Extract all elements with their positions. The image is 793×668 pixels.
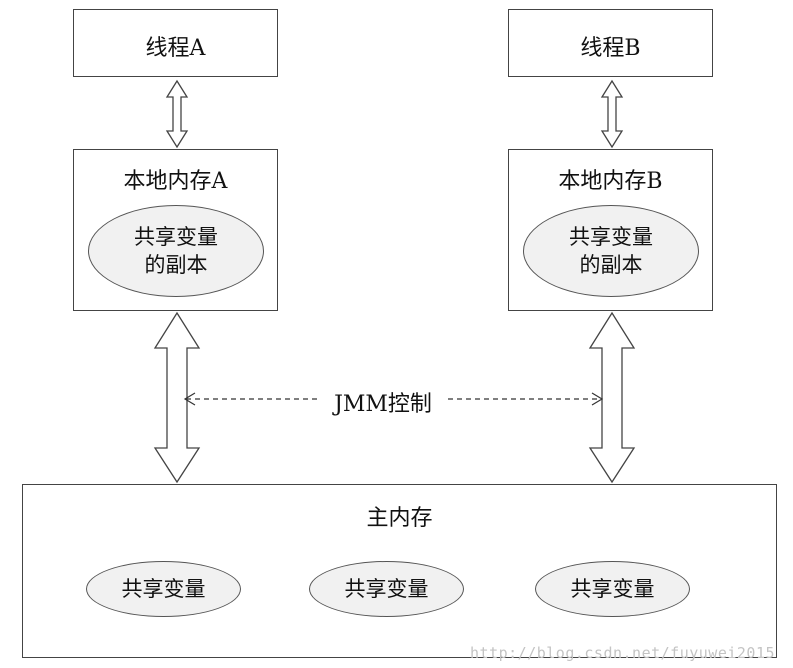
local-b-main-double-arrow [588,311,636,484]
main-shared-var-ellipse-2: 共享变量 [309,561,464,617]
local-memory-a-copy-line1: 共享变量 [134,224,218,249]
main-shared-var-label: 共享变量 [121,576,206,601]
local-memory-a-copy-line2: 的副本 [144,253,208,277]
thread-b-local-b-double-arrow [600,79,624,149]
local-memory-b-copy-ellipse: 共享变量 的副本 [523,205,699,297]
main-memory-box: 主内存 共享变量 共享变量 共享变量 [22,484,777,658]
local-memory-a-title: 本地内存A [123,169,228,194]
jmm-dashed-arrow-right [448,392,604,406]
blog-watermark: http://blog.csdn.net/fuyuwei2015 [470,644,775,662]
thread-b-box: 线程B [508,9,713,77]
thread-a-box: 线程A [73,9,278,77]
local-memory-a-box: 本地内存A 共享变量 的副本 [73,149,278,311]
jmm-control-label: JMM控制 [334,392,432,417]
main-memory-title: 主内存 [366,506,433,531]
local-memory-b-box: 本地内存B 共享变量 的副本 [508,149,713,311]
thread-b-title: 线程B [580,36,641,61]
local-memory-b-copy-line2: 的副本 [579,253,643,277]
local-a-main-double-arrow [153,311,201,484]
main-shared-var-ellipse-3: 共享变量 [535,561,690,617]
local-memory-a-copy-ellipse: 共享变量 的副本 [88,205,264,297]
main-shared-var-label: 共享变量 [344,576,429,601]
thread-a-title: 线程A [145,36,206,61]
jmm-dashed-arrow-left [183,392,318,406]
thread-a-local-a-double-arrow [165,79,189,149]
main-shared-var-ellipse-1: 共享变量 [86,561,241,617]
local-memory-b-title: 本地内存B [558,169,663,194]
main-shared-var-label: 共享变量 [570,576,655,601]
local-memory-b-copy-line1: 共享变量 [569,224,653,249]
